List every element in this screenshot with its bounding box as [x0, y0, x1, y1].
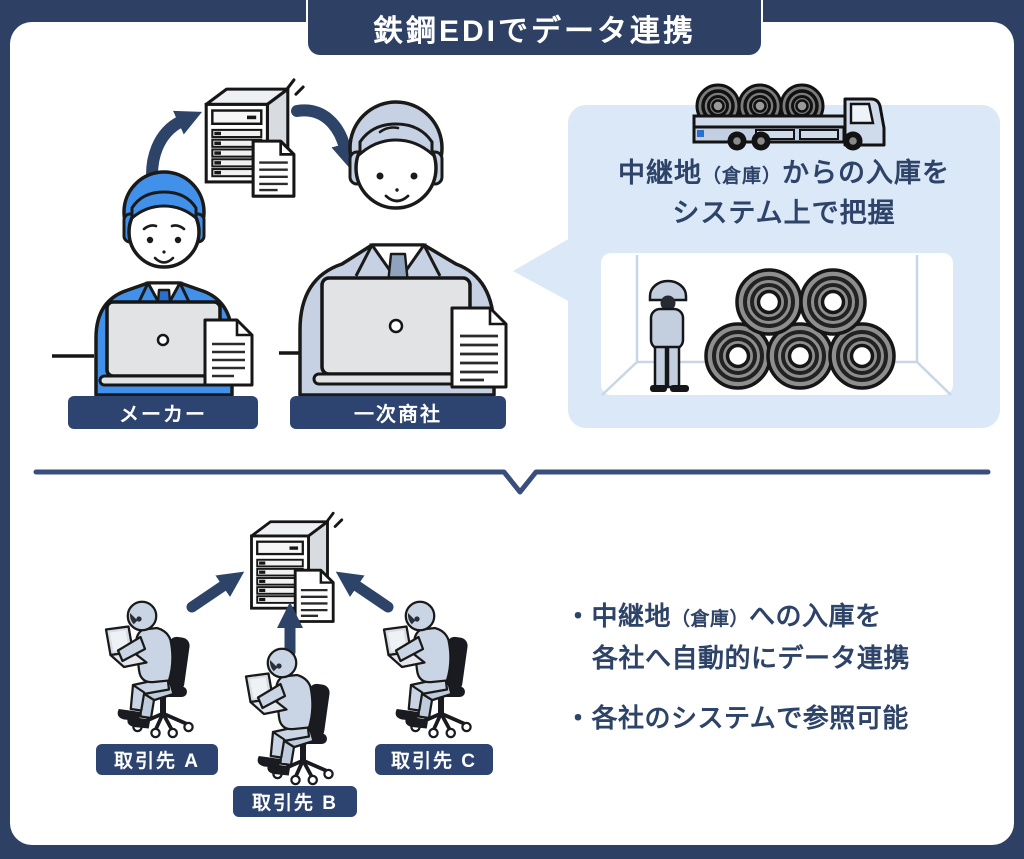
bubble-line-1: 中継地（倉庫）からの入庫を [617, 158, 950, 188]
speech-bubble: 中継地（倉庫）からの入庫を システム上で把握 [568, 105, 1000, 428]
bubble-line-2: システム上で把握 [672, 198, 896, 228]
maker-label: メーカー [68, 396, 258, 429]
trader-label: 一次商社 [290, 396, 506, 429]
bubble-text: 中継地（倉庫）からの入庫を システム上で把握 [568, 155, 1000, 232]
partner-c-label: 取引先 C [375, 744, 493, 775]
note-bullet-1-line-1: ・中継地（倉庫）への入庫を [565, 601, 882, 631]
partner-a-label: 取引先 A [96, 744, 218, 775]
note-bullet-2: ・各社のシステムで参照可能 [565, 703, 909, 733]
note-bullet-1-line-2: 各社へ自動的にデータ連携 [592, 643, 911, 673]
partner-b-label: 取引先 B [233, 786, 357, 817]
warehouse-icon [601, 253, 953, 395]
bottom-notes: ・中継地（倉庫）への入庫を 各社へ自動的にデータ連携 ・各社のシステムで参照可能 [565, 597, 1010, 737]
title-banner: 鉄鋼EDIでデータ連携 [306, 0, 763, 57]
